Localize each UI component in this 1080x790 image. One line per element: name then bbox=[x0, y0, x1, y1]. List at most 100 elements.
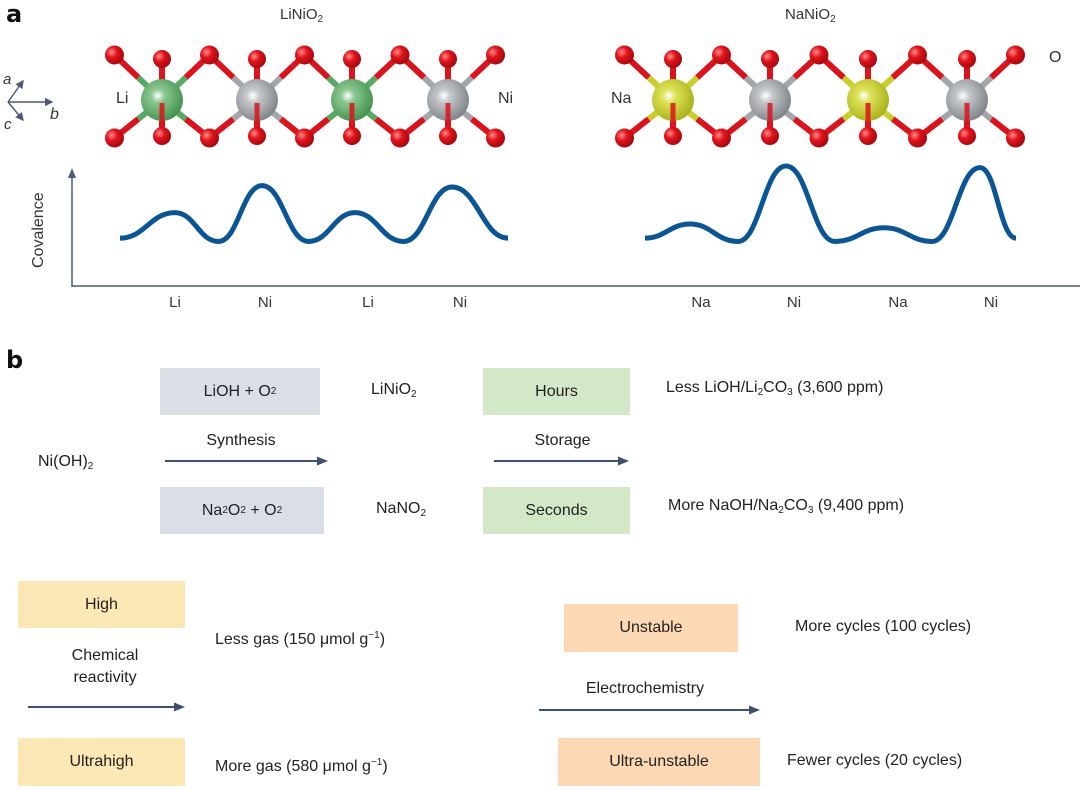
nanio2-structure bbox=[615, 45, 1025, 148]
result-sub: 3 bbox=[807, 505, 814, 516]
box-text: LiOH + O bbox=[203, 382, 271, 400]
panel-a-label: a bbox=[6, 0, 23, 28]
oxygen-atom bbox=[1006, 45, 1025, 65]
oxygen-atom bbox=[908, 128, 927, 148]
box-text: + O bbox=[245, 501, 277, 519]
oxygen-atom bbox=[153, 50, 171, 68]
oxygen-atom bbox=[809, 45, 829, 65]
result-text: ) bbox=[379, 631, 386, 648]
title-text: NaNiO bbox=[785, 6, 831, 23]
oxygen-atom bbox=[439, 50, 457, 68]
oxygen-atom bbox=[390, 128, 410, 148]
synthesis-product-li: LiNiO2 bbox=[371, 381, 417, 400]
result-text: More NaOH/Na bbox=[668, 497, 779, 514]
oxygen-atom bbox=[859, 50, 877, 68]
electrochem-box-ultra-unstable: Ultra-unstable bbox=[558, 738, 760, 786]
linio2-structure bbox=[105, 45, 505, 148]
axis-c-label: c bbox=[4, 116, 12, 133]
oxygen-atom bbox=[615, 45, 634, 65]
covalence-curve-linio2 bbox=[119, 183, 509, 244]
result-sup: −1 bbox=[368, 630, 380, 641]
nickel-atom bbox=[236, 79, 278, 121]
x-tick: Na bbox=[888, 294, 908, 311]
title-sub: 2 bbox=[317, 14, 324, 25]
linio2-title: LiNiO2 bbox=[280, 6, 323, 25]
atom-label-o: O bbox=[1049, 49, 1062, 66]
crystal-axes-icon bbox=[7, 79, 54, 122]
result-text: CO bbox=[763, 379, 788, 396]
reactivity-box-high: High bbox=[18, 581, 185, 628]
oxygen-atom bbox=[105, 45, 124, 65]
start-text: Ni(OH) bbox=[38, 453, 88, 470]
y-axis-arrowhead bbox=[68, 168, 76, 178]
axis-a-label: a bbox=[3, 71, 12, 88]
title-text: LiNiO bbox=[280, 6, 318, 23]
x-tick: Ni bbox=[257, 294, 273, 311]
storage-box-hours: Hours bbox=[483, 368, 630, 415]
oxygen-atom bbox=[761, 127, 779, 145]
x-tick: Na bbox=[691, 294, 711, 311]
electrochem-result-na: Fewer cycles (20 cycles) bbox=[787, 752, 963, 769]
oxygen-atom bbox=[343, 127, 361, 145]
result-text: CO bbox=[783, 497, 808, 514]
nickel-atom bbox=[427, 79, 469, 121]
reactivity-result-na: More gas (580 μmol g−1) bbox=[215, 757, 388, 776]
result-text: More gas (580 μmol g bbox=[215, 758, 371, 775]
oxygen-atom bbox=[295, 128, 314, 148]
sodium-atom bbox=[652, 79, 694, 121]
x-tick: Ni bbox=[786, 294, 802, 311]
storage-arrow-icon bbox=[494, 456, 629, 466]
covalence-curve-nanio2 bbox=[644, 163, 1017, 244]
oxygen-atom bbox=[439, 127, 457, 145]
atom-label-ni: Ni bbox=[498, 90, 514, 107]
product-sub: 2 bbox=[420, 508, 427, 519]
electrochem-arrow-icon bbox=[539, 705, 760, 715]
oxygen-atom bbox=[390, 45, 410, 65]
result-text: ) bbox=[382, 758, 388, 775]
reactivity-result-li: Less gas (150 μmol g−1) bbox=[215, 630, 385, 649]
oxygen-atom bbox=[908, 45, 927, 65]
oxygen-atom bbox=[153, 127, 171, 145]
oxygen-atom bbox=[664, 127, 682, 145]
oxygen-atom bbox=[248, 127, 266, 145]
nanio2-title: NaNiO2 bbox=[785, 6, 836, 25]
oxygen-atom bbox=[1006, 128, 1025, 148]
x-tick: Li bbox=[362, 294, 374, 311]
nickel-atom bbox=[749, 79, 791, 121]
result-sub: 2 bbox=[778, 505, 784, 516]
box-sub: 2 bbox=[270, 386, 277, 397]
box-text: O bbox=[227, 501, 241, 519]
storage-box-seconds: Seconds bbox=[483, 487, 630, 534]
oxygen-atom bbox=[486, 45, 505, 65]
oxygen-atom bbox=[712, 45, 731, 65]
oxygen-atom bbox=[343, 50, 361, 68]
electrochem-result-li: More cycles (100 cycles) bbox=[795, 618, 972, 635]
start-sub: 2 bbox=[87, 461, 94, 472]
start-material: Ni(OH)2 bbox=[38, 453, 93, 472]
oxygen-atom bbox=[958, 50, 976, 68]
oxygen-atom bbox=[712, 128, 731, 148]
box-sub: 2 bbox=[222, 505, 228, 516]
result-text: Less LiOH/Li bbox=[666, 379, 758, 396]
oxygen-atom bbox=[295, 45, 314, 65]
oxygen-atom bbox=[958, 127, 976, 145]
product-text: LiNiO bbox=[371, 381, 412, 398]
sodium-atom bbox=[847, 79, 889, 121]
x-tick: Li bbox=[169, 294, 181, 311]
storage-arrow-label: Storage bbox=[534, 432, 591, 449]
panel-b-label: b bbox=[6, 346, 24, 374]
title-sub: 2 bbox=[830, 14, 836, 25]
axis-b-label: b bbox=[50, 106, 59, 123]
result-text: (9,400 ppm) bbox=[813, 497, 905, 514]
synthesis-arrow-icon bbox=[165, 456, 328, 466]
oxygen-atom bbox=[615, 128, 634, 148]
oxygen-atom bbox=[859, 127, 877, 145]
product-text: NaNO bbox=[376, 500, 421, 517]
oxygen-atom bbox=[248, 50, 266, 68]
result-sup: −1 bbox=[370, 757, 383, 768]
reactivity-arrow-label: Chemical reactivity bbox=[40, 645, 170, 689]
lithium-atom bbox=[331, 79, 373, 121]
label-line: Chemical bbox=[71, 647, 139, 664]
result-sub: 2 bbox=[757, 387, 764, 398]
